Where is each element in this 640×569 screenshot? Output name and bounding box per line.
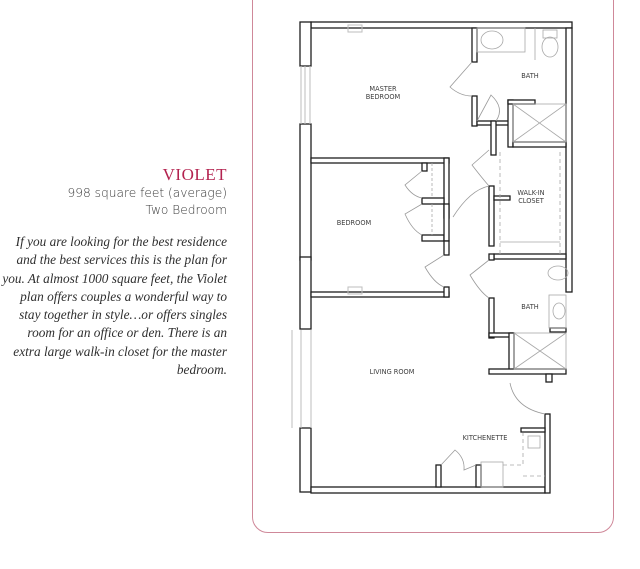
label-walkin-2: CLOSET (518, 197, 545, 205)
label-master-bath: BATH (521, 72, 539, 80)
plan-description-column: VIOLET 998 square feet (average) Two Bed… (0, 165, 227, 379)
floorplan-frame (252, 0, 614, 533)
label-living-room: LIVING ROOM (370, 368, 415, 376)
plan-description: If you are looking for the best residenc… (2, 234, 227, 378)
doors (404, 61, 546, 471)
walls (299, 21, 573, 494)
plan-bedrooms: Two Bedroom (145, 203, 227, 217)
fixtures (431, 27, 569, 488)
label-master-bedroom-2: BEDROOM (366, 93, 401, 101)
plan-square-feet: 998 square feet (average) (67, 186, 227, 200)
label-kitchenette: KITCHENETTE (463, 434, 508, 442)
plan-title: VIOLET (162, 165, 227, 184)
windows (291, 24, 363, 428)
label-walkin-1: WALK-IN (517, 189, 544, 197)
label-master-bedroom-1: MASTER (369, 85, 397, 93)
label-second-bath: BATH (521, 303, 539, 311)
label-bedroom: BEDROOM (337, 219, 372, 227)
room-labels: MASTER BEDROOM BATH WALK-IN CLOSET BEDRO… (337, 72, 545, 442)
